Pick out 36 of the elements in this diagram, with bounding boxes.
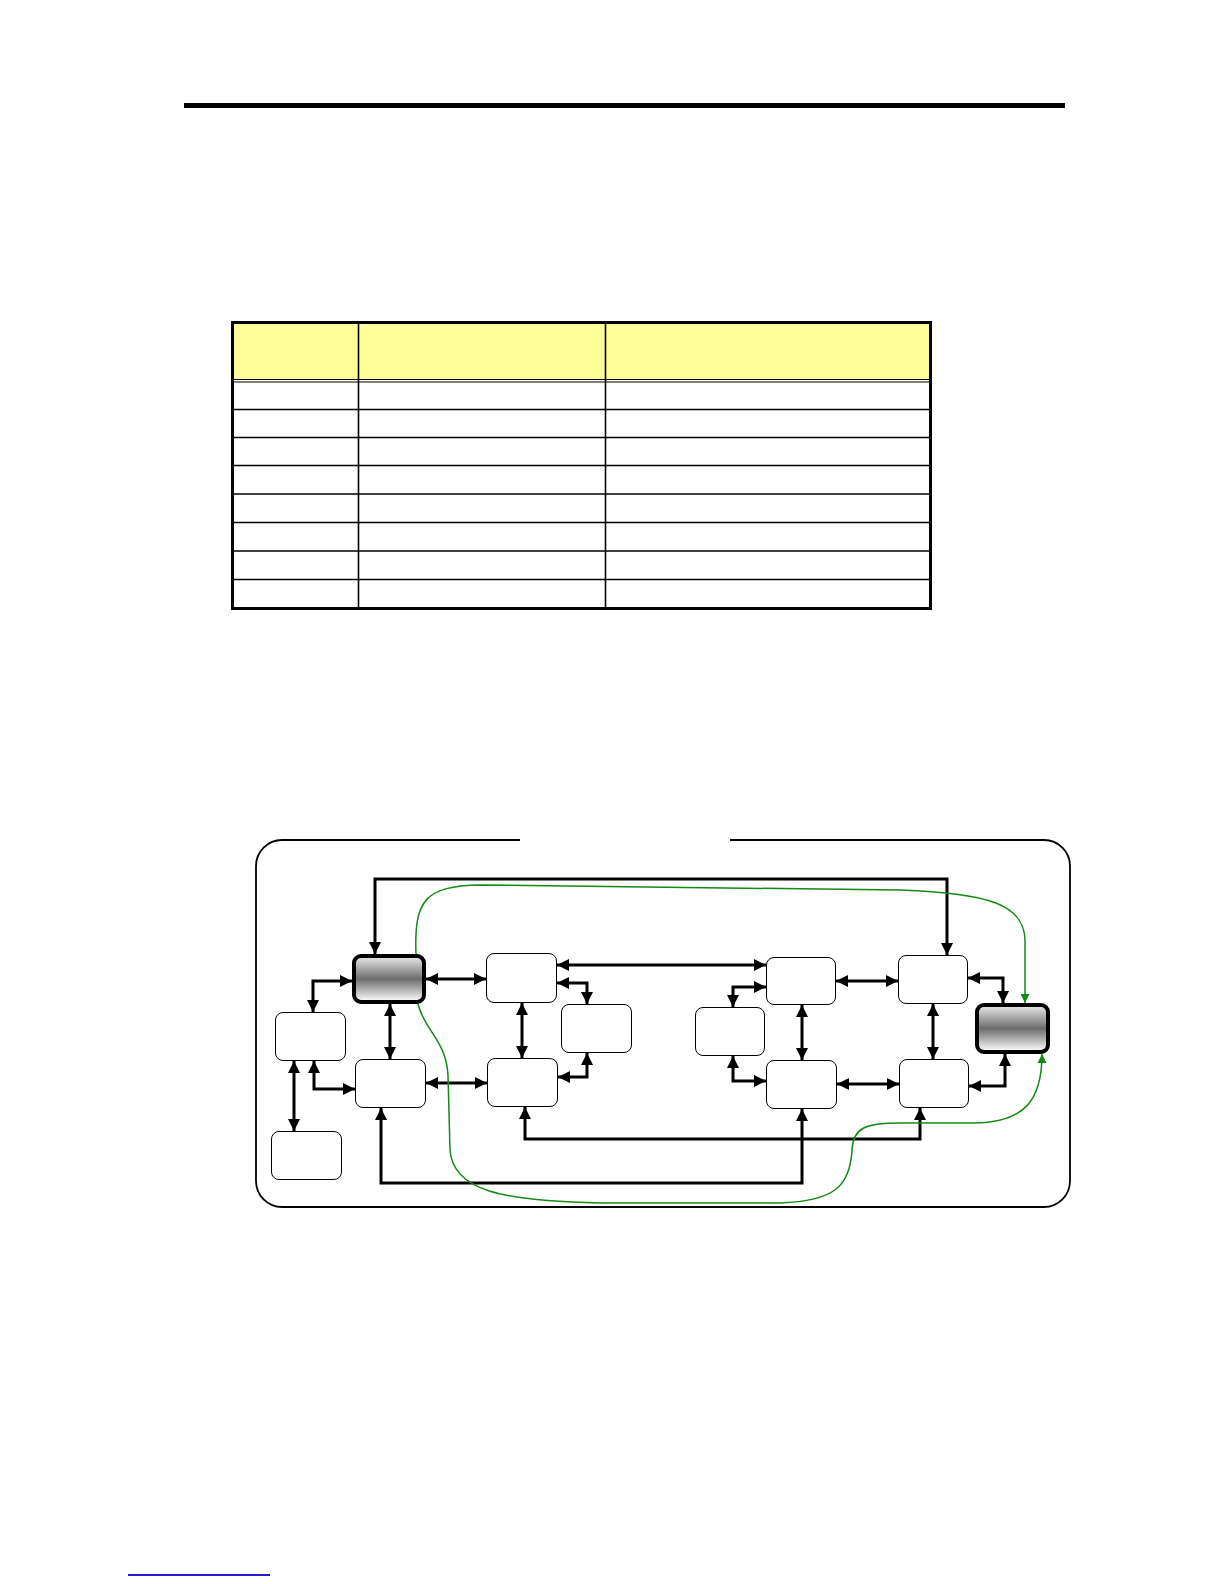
double-headed-arrow [384, 1004, 396, 1059]
shaded-box [352, 954, 426, 1004]
rounded-box [899, 1059, 969, 1108]
double-headed-arrow [557, 959, 766, 971]
rounded-box [766, 1060, 837, 1109]
curved-arrow [415, 884, 1030, 1004]
rounded-box [766, 957, 836, 1005]
double-headed-arrow [558, 1053, 593, 1083]
double-headed-arrow [969, 1054, 1011, 1092]
double-headed-arrow [516, 1003, 528, 1058]
shaded-box [975, 1003, 1050, 1054]
double-headed-arrow [727, 981, 766, 1007]
double-headed-arrow [837, 1078, 899, 1090]
double-headed-arrow [307, 975, 352, 1012]
double-headed-arrow [968, 972, 1009, 1003]
double-headed-arrow [426, 1077, 487, 1089]
rounded-box [487, 1058, 558, 1107]
double-headed-arrow [836, 975, 898, 987]
rounded-box [898, 955, 968, 1004]
double-headed-arrow [927, 1004, 939, 1059]
rounded-box [486, 953, 557, 1003]
double-headed-arrow [426, 973, 486, 985]
rounded-box [695, 1007, 765, 1056]
double-headed-arrow [519, 1107, 926, 1141]
double-headed-arrow [557, 977, 593, 1004]
double-headed-arrow [369, 877, 953, 955]
rounded-box [275, 1012, 346, 1061]
rounded-box [355, 1059, 426, 1108]
double-headed-arrow [727, 1056, 766, 1087]
rounded-box [271, 1131, 342, 1180]
double-headed-arrow [288, 1061, 300, 1131]
rounded-box [561, 1004, 632, 1053]
group-frame [255, 839, 1071, 1208]
double-headed-arrow [375, 1108, 808, 1185]
double-headed-arrow [308, 1061, 355, 1095]
double-headed-arrow [796, 1005, 808, 1060]
